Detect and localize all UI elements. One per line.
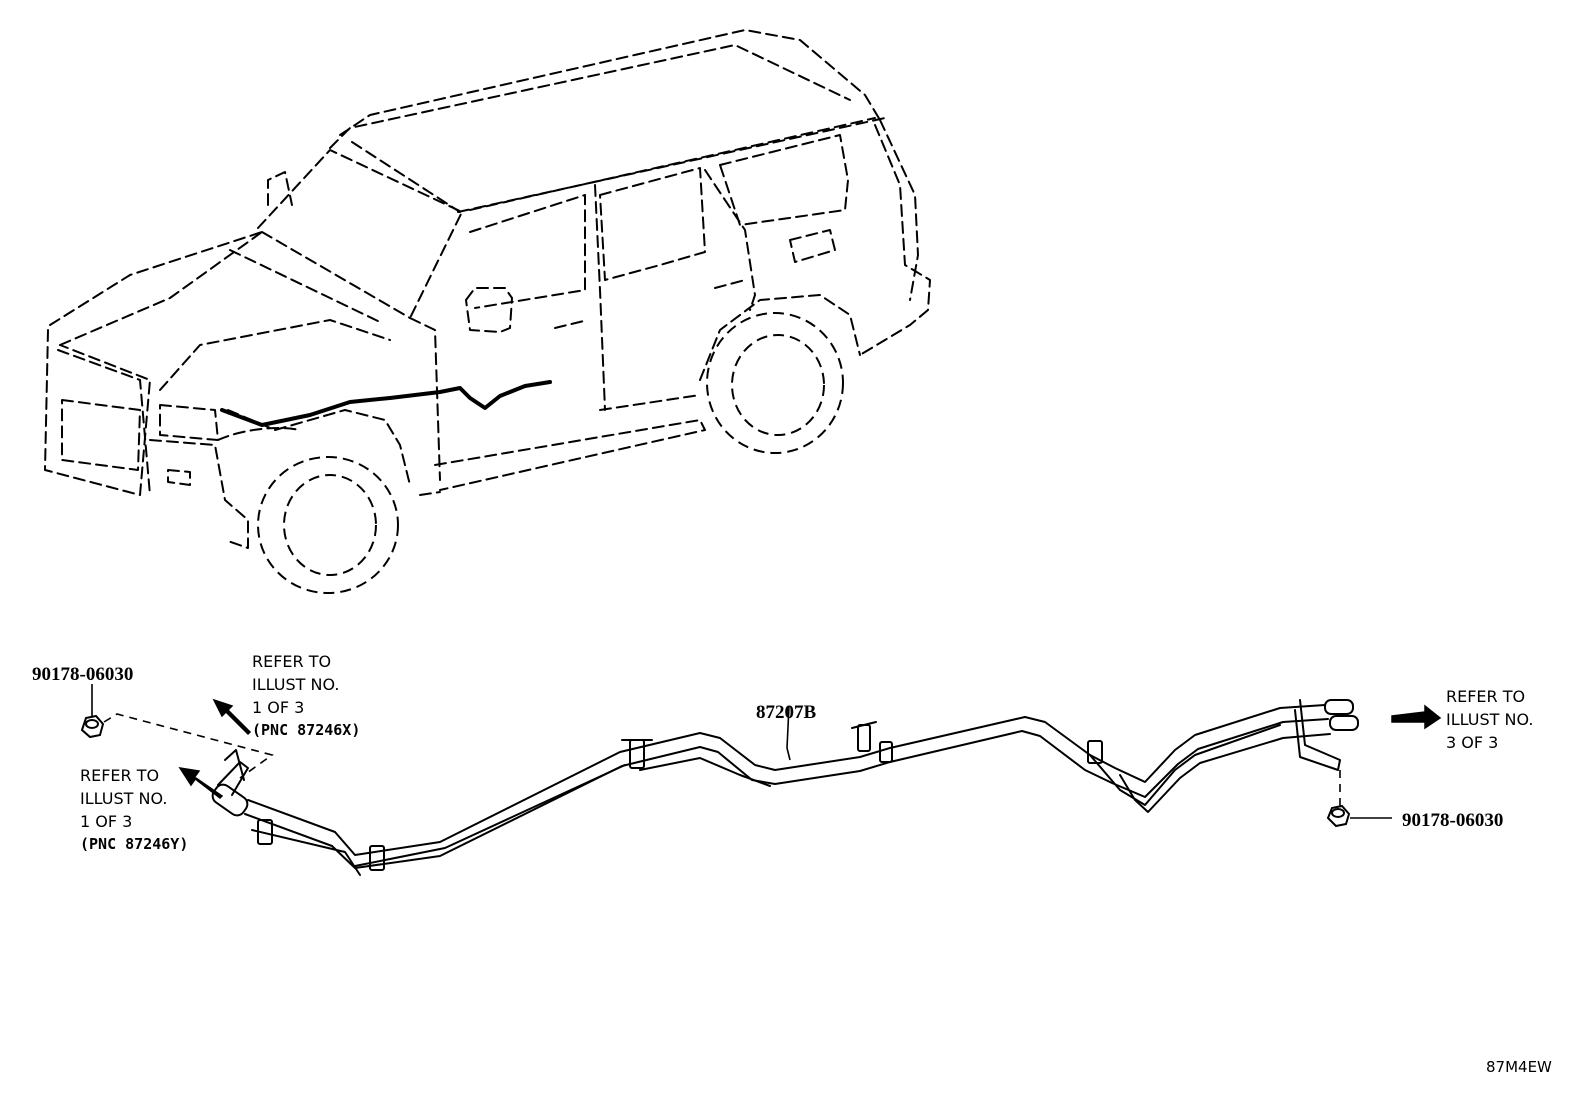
vehicle-illustration [44, 29, 931, 549]
reference-arrows [178, 698, 1442, 799]
dashed-leaders [103, 713, 1341, 806]
part-number-clip-right: 90178-06030 [1402, 810, 1504, 831]
part-number-87207B: 87207B [756, 702, 817, 723]
reference-line: REFER TO [252, 652, 332, 671]
clip-nut-left [80, 714, 105, 739]
reference-line: ILLUST NO. [80, 789, 168, 808]
illustration-code: 87M4EW [1486, 1058, 1552, 1076]
reference-line: ILLUST NO. [1446, 710, 1534, 729]
reference-line: REFER TO [80, 766, 160, 785]
reference-line: REFER TO [1446, 687, 1526, 706]
tube-assembly [211, 699, 1359, 876]
reference-line: 1 OF 3 [80, 812, 133, 831]
reference-note-87246Y: REFER TO ILLUST NO. 1 OF 3 (PNC 87246Y) [80, 764, 188, 856]
reference-pnc: (PNC 87246X) [252, 721, 361, 739]
reference-pnc: (PNC 87246Y) [80, 835, 189, 853]
highlighted-route [220, 380, 552, 427]
reference-line: ILLUST NO. [252, 675, 340, 694]
reference-line: 3 OF 3 [1446, 733, 1499, 752]
leader-lines [91, 684, 1392, 819]
reference-note-87246X: REFER TO ILLUST NO. 1 OF 3 (PNC 87246X) [252, 650, 360, 742]
reference-note-3-of-3: REFER TO ILLUST NO. 3 OF 3 [1446, 685, 1533, 754]
part-number-clip-left: 90178-06030 [32, 664, 134, 685]
vehicle-wheels [257, 312, 844, 594]
reference-line: 1 OF 3 [252, 698, 305, 717]
clip-nut-right [1326, 804, 1351, 828]
